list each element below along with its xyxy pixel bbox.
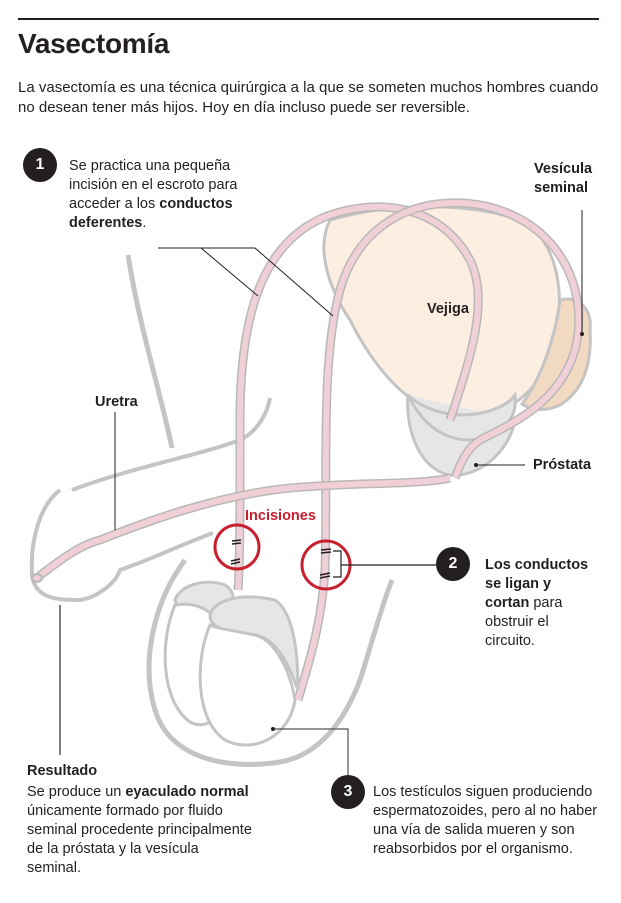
testicle-right	[198, 622, 297, 747]
step-3-text-part: Los testículos siguen produciendo esperm…	[373, 784, 598, 857]
step-1-text-part: .	[142, 215, 147, 231]
bracket-line	[333, 550, 436, 578]
step-2-text: Los conductos se ligan y cortan para obs…	[485, 556, 595, 651]
step-3-badge: 3	[331, 775, 365, 809]
result-text-bold: eyaculado normal	[125, 784, 249, 800]
incision-circle-left	[213, 523, 261, 571]
result-text: Se produce un eyaculado normal únicament…	[27, 783, 252, 878]
step-2-text-part: para obstruir el circuito.	[485, 595, 563, 649]
label-uretra: Uretra	[95, 394, 138, 410]
result-heading: Resultado	[27, 763, 98, 779]
label-vejiga: Vejiga	[427, 301, 469, 317]
urethra-opening	[31, 573, 43, 583]
prostate-shape	[406, 390, 517, 477]
result-text-part: únicamente formado por fluido seminal pr…	[27, 803, 252, 876]
label-vesicula-seminal: Vesícula seminal	[534, 161, 593, 196]
step-3-text: Los testículos siguen produciendo esperm…	[373, 783, 608, 859]
leader-deferentes	[158, 247, 334, 317]
step-2-badge: 2	[436, 547, 470, 581]
step-2-text-bold: Los conductos se ligan y cortan	[485, 557, 589, 611]
step-1-text-bold: conductos deferentes	[69, 196, 233, 231]
body-outline-back	[125, 254, 175, 449]
leader-step3	[273, 728, 349, 780]
result-text-part: Se produce un	[27, 784, 126, 800]
penis-shaft-outline	[29, 488, 214, 603]
seminal-vesicle-shape	[519, 297, 592, 411]
step-1-badge: 1	[23, 148, 57, 182]
top-rule	[18, 18, 599, 20]
step-1-text-part: Se practica una pequeña incisión en el e…	[69, 158, 238, 212]
step-1-text: Se practica una pequeña incisión en el e…	[69, 157, 239, 233]
scrotum-outline	[146, 558, 395, 767]
ligature-mark	[230, 539, 242, 565]
page-title: Vasectomía	[18, 28, 170, 59]
label-prostata: Próstata	[533, 457, 592, 473]
intro-text: La vasectomía es una técnica quirúrgica …	[18, 79, 599, 116]
label-incisiones: Incisiones	[245, 508, 316, 524]
ligature-mark	[319, 548, 332, 579]
